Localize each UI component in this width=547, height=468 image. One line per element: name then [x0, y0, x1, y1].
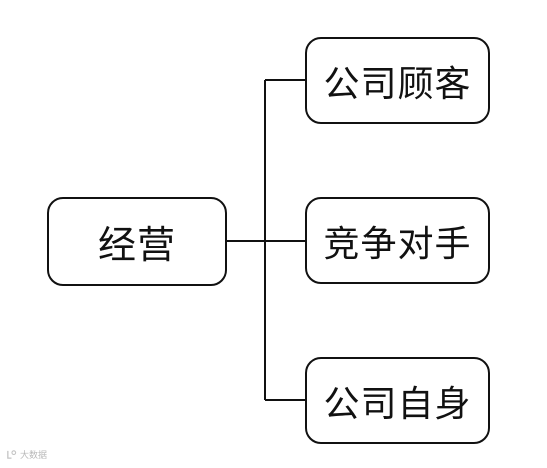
- watermark: 大数据: [6, 448, 47, 461]
- watermark-text: 大数据: [20, 451, 48, 461]
- node-child-3-label: 公司自身: [323, 383, 472, 425]
- node-child-2-label: 竞争对手: [323, 223, 472, 265]
- watermark-logo-icon: [7, 450, 17, 459]
- node-root-label: 经营: [97, 223, 176, 267]
- node-child-1-label: 公司顾客: [323, 63, 472, 105]
- node-child-3: 公司自身: [305, 357, 490, 444]
- node-child-2: 竞争对手: [305, 197, 490, 284]
- node-root: 经营: [47, 197, 227, 286]
- node-child-1: 公司顾客: [305, 37, 490, 124]
